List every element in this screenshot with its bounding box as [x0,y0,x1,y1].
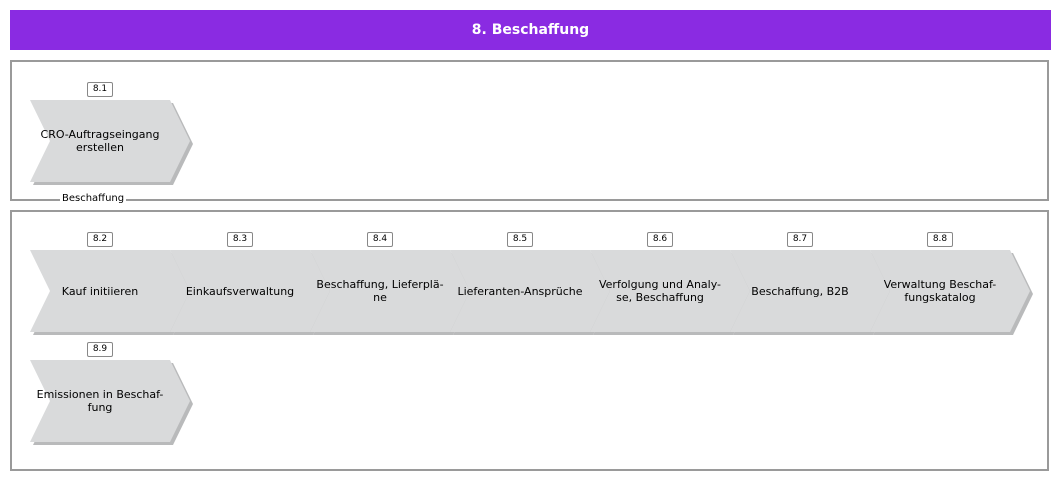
process-step-8-7[interactable]: 8.7 Beschaffung, B2B [730,232,893,350]
process-step-8-5[interactable]: 8.5 Lieferanten-Ansprüche [450,232,613,350]
step-label: Beschaffung, B2B [751,284,849,298]
step-label: Beschaffung, Lieferplä-ne [316,278,444,304]
chevron-shape [30,250,193,335]
step-label: Emissionen in Beschaf-fung [36,388,164,414]
step-label: Kauf initiieren [61,284,139,298]
step-label: Verwaltung Beschaf-fungskatalog [883,278,997,304]
step-label: CRO-Auftragseingang erstellen [40,128,160,154]
step-number-badge: 8.9 [87,342,113,357]
step-number-badge: 8.7 [787,232,813,247]
process-step-8-9[interactable]: 8.9 Emissionen in Beschaf-fung [30,342,193,460]
chevron-shape [30,100,193,185]
step-label: Verfolgung und Analy-se, Beschaffung [598,278,722,304]
chevron-shape [170,250,333,335]
chevron-shape [450,250,613,335]
process-step-8-3[interactable]: 8.3 Einkaufsverwaltung [170,232,333,350]
step-number-badge: 8.8 [927,232,953,247]
chevron-shape [30,360,193,445]
step-label: Einkaufsverwaltung [185,284,295,298]
chevron-shape [310,250,473,335]
process-step-8-6[interactable]: 8.6 Verfolgung und Analy-se, Beschaffung [590,232,753,350]
step-label: Lieferanten-Ansprüche [457,284,583,298]
group-label: Beschaffung [60,193,127,204]
chevron-shape [590,250,753,335]
page-title: 8. Beschaffung [10,10,1051,50]
step-number-badge: 8.4 [367,232,393,247]
step-number-badge: 8.1 [87,82,113,97]
step-number-badge: 8.5 [507,232,533,247]
process-step-8-2[interactable]: 8.2 Kauf initiieren [30,232,193,350]
chevron-shape [730,250,893,335]
step-number-badge: 8.3 [227,232,253,247]
step-number-badge: 8.6 [647,232,673,247]
process-step-8-1[interactable]: 8.1 CRO-Auftragseingang erstellen [30,82,193,200]
process-step-8-4[interactable]: 8.4 Beschaffung, Lieferplä-ne [310,232,473,350]
chevron-shape [870,250,1033,335]
step-number-badge: 8.2 [87,232,113,247]
process-step-8-8[interactable]: 8.8 Verwaltung Beschaf-fungskatalog [870,232,1033,350]
